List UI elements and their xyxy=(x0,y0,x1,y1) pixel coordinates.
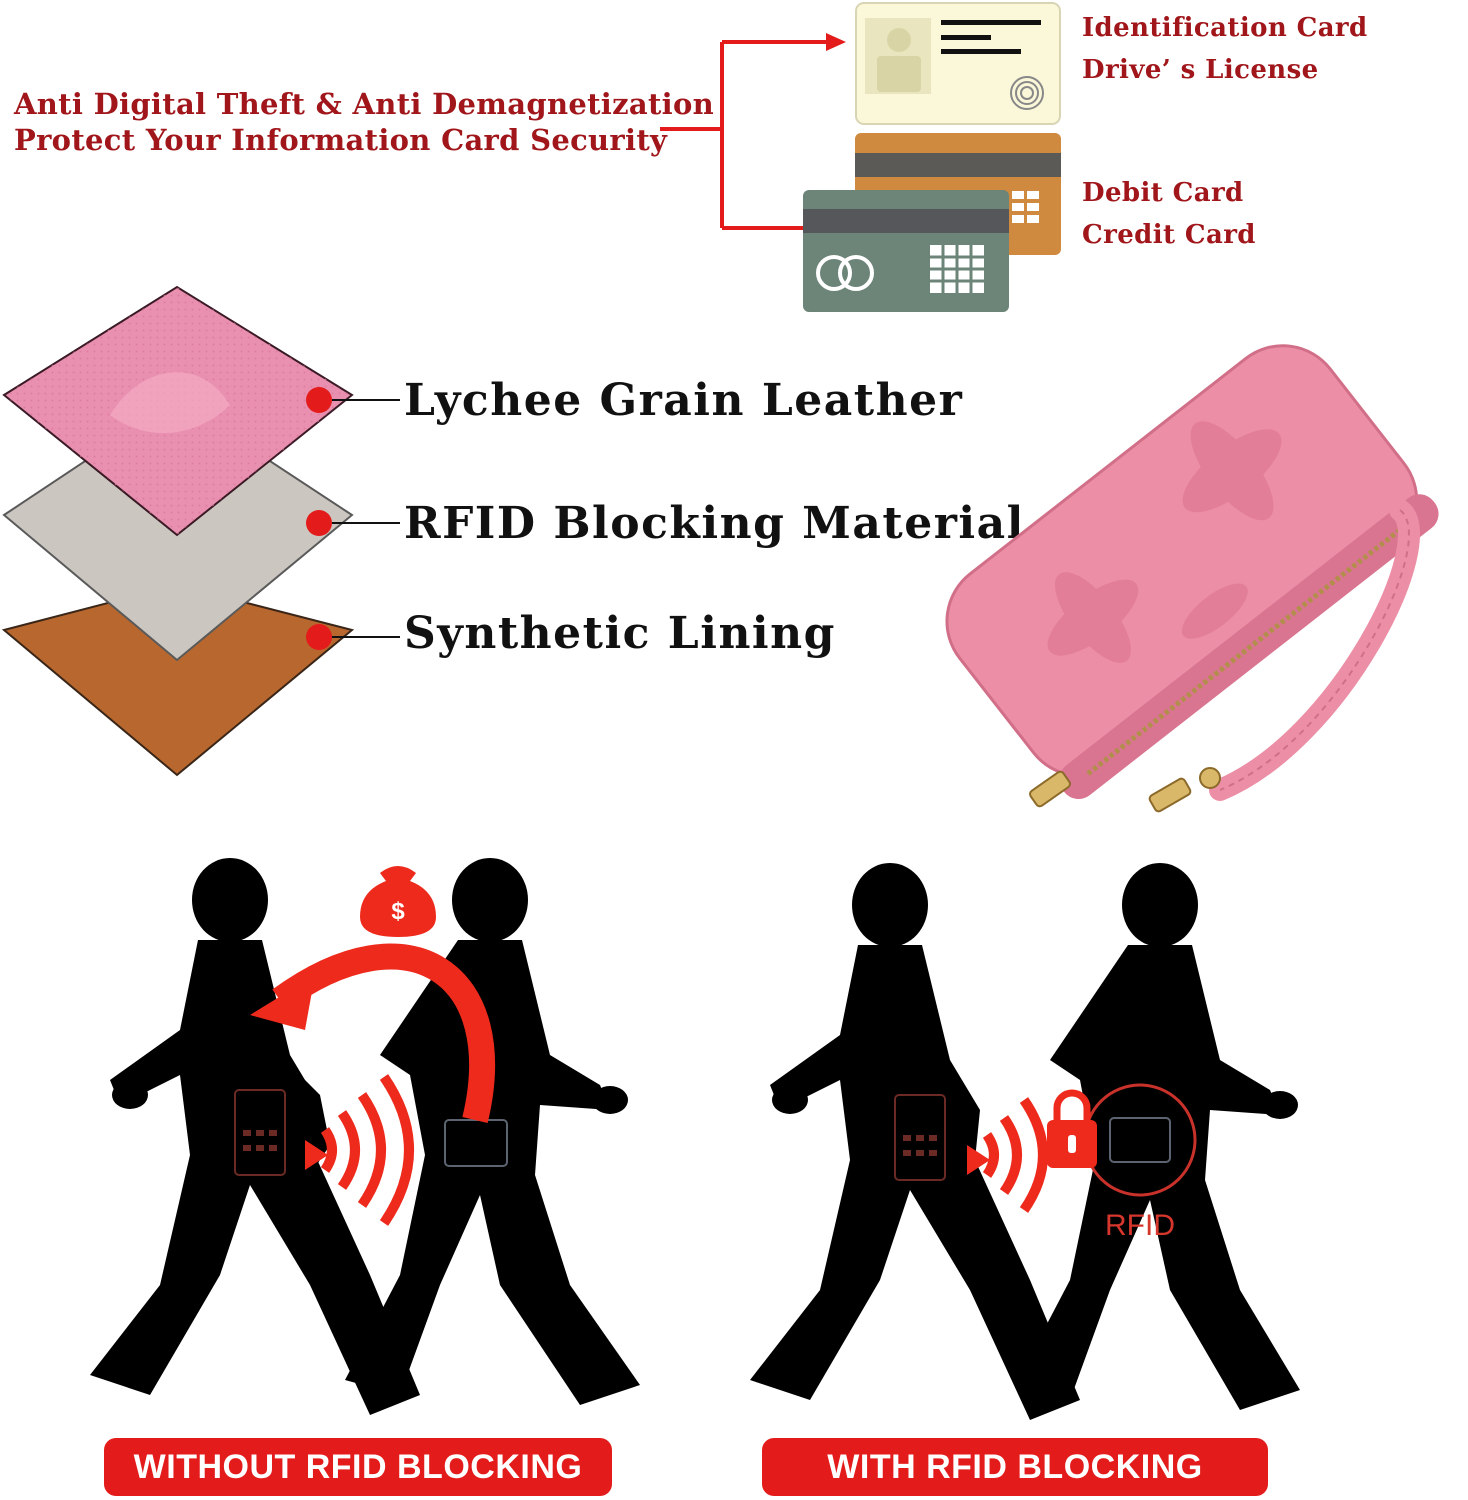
headline-line-1: Anti Digital Theft & Anti Demagnetizatio… xyxy=(14,87,715,121)
label-debit-card: Debit Card xyxy=(1082,178,1244,208)
id-card-labels: Identification Card Drive’ s License xyxy=(1082,7,1368,91)
with-rfid-banner: WITH RFID BLOCKING xyxy=(762,1438,1268,1496)
headline-line-2: Protect Your Information Card Security xyxy=(14,123,668,157)
headline: Anti Digital Theft & Anti Demagnetizatio… xyxy=(14,86,714,158)
layer-label-rfid: RFID Blocking Material xyxy=(404,498,1025,549)
label-drivers-license: Drive’ s License xyxy=(1082,55,1319,85)
label-credit-card: Credit Card xyxy=(1082,220,1256,250)
id-card-icon xyxy=(855,2,1061,125)
bank-card-labels: Debit Card Credit Card xyxy=(1082,172,1256,256)
pink-wallet-image xyxy=(945,344,1439,813)
with-rfid-banner-text: WITH RFID BLOCKING xyxy=(827,1447,1203,1486)
label-identification-card: Identification Card xyxy=(1082,13,1368,43)
without-rfid-banner: WITHOUT RFID BLOCKING xyxy=(104,1438,612,1496)
material-layers-diagram xyxy=(1,285,400,777)
layer-label-lining: Synthetic Lining xyxy=(404,608,836,659)
bank-cards-icon xyxy=(803,133,1061,312)
scene-with-rfid: RFID xyxy=(750,863,1300,1420)
money-symbol: $ xyxy=(391,898,405,925)
layer-label-leather: Lychee Grain Leather xyxy=(404,375,964,426)
scene-without-rfid: $ xyxy=(90,858,640,1415)
rfid-mark: RFID xyxy=(1105,1209,1175,1242)
without-rfid-banner-text: WITHOUT RFID BLOCKING xyxy=(133,1447,583,1486)
